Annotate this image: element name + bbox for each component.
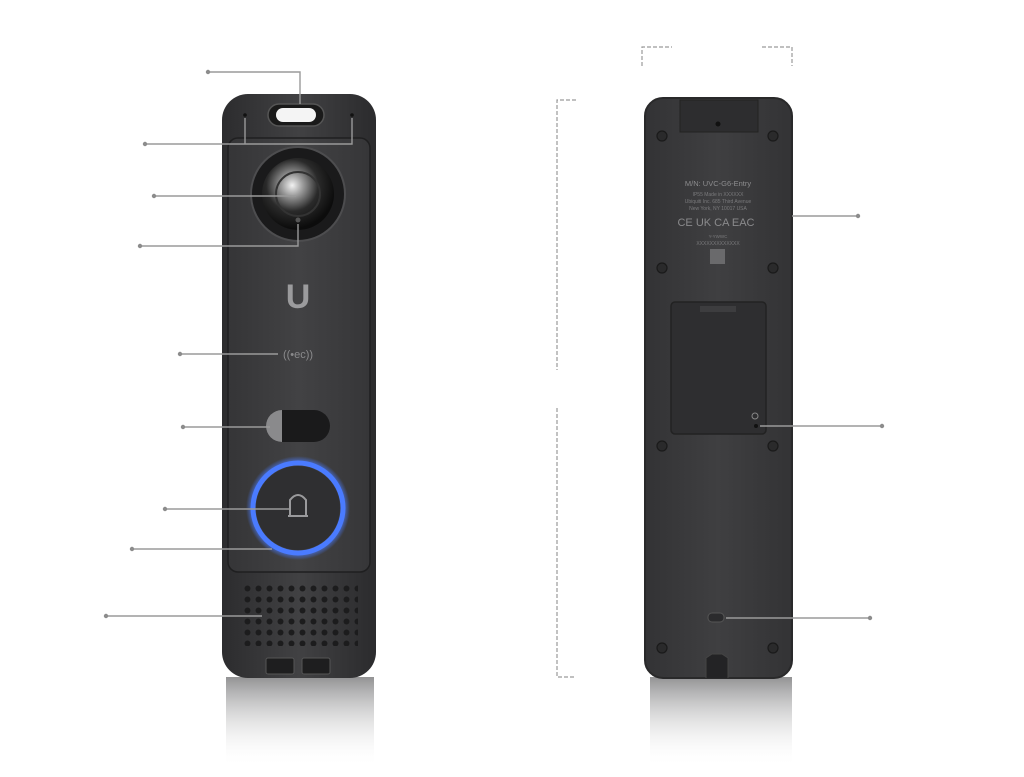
- callout-dot: [103, 613, 109, 619]
- callout-dot: [879, 423, 885, 429]
- certification-marks: CE UK CA EAC: [677, 217, 754, 229]
- bottom-connector-right: [301, 657, 331, 675]
- callout-dot: [177, 351, 183, 357]
- back-serial: XXXXXXXXXXXXX: [696, 241, 740, 247]
- screw: [767, 262, 779, 274]
- reset-icon: [751, 412, 759, 420]
- front-callouts: [103, 69, 353, 619]
- speaker-grille: [240, 584, 358, 646]
- doorbell-ring: [250, 460, 346, 556]
- screw: [767, 642, 779, 654]
- screw: [656, 642, 668, 654]
- front-reflection: [226, 677, 374, 767]
- cavity-tab: [700, 306, 736, 312]
- callout-dot: [855, 213, 861, 219]
- back-callouts: [726, 213, 885, 621]
- screw: [767, 130, 779, 142]
- bottom-latch[interactable]: [707, 612, 725, 623]
- callout-dot: [162, 506, 168, 512]
- callout-dot: [867, 615, 873, 621]
- callout-dot: [205, 69, 211, 75]
- callout-top-sensor: [208, 71, 301, 104]
- screws: [656, 130, 779, 654]
- status-led: [295, 217, 301, 223]
- doorbell-button[interactable]: [256, 466, 340, 550]
- lens-inner-ring: [275, 171, 321, 217]
- mic-hole-right: [350, 113, 354, 117]
- screw: [656, 262, 668, 274]
- screw: [656, 440, 668, 452]
- back-reflection: [650, 677, 792, 767]
- callout-dot: [180, 424, 186, 430]
- callout-dot: [137, 243, 143, 249]
- back-view: M/N: UVC-G6-Entry IP55 Made in XXXXXX Ub…: [644, 97, 793, 767]
- screw: [767, 440, 779, 452]
- callout-status-led: [140, 224, 299, 247]
- back-label-line6: Y-YWWC: [709, 234, 729, 239]
- bottom-cable-notch: [705, 653, 729, 678]
- top-sensor-glass: [276, 108, 316, 122]
- height-bracket-bottom: [556, 408, 576, 678]
- bell-icon: [288, 494, 308, 517]
- back-model-number: M/N: UVC-G6-Entry: [685, 179, 752, 188]
- width-bracket-left: [641, 46, 672, 66]
- callout-mics: [145, 118, 353, 145]
- callout-dot: [142, 141, 148, 147]
- mount-cavity: [670, 301, 767, 435]
- camera-lens: [262, 158, 334, 230]
- bottom-connector-left: [265, 657, 295, 675]
- callout-dot: [151, 193, 157, 199]
- height-bracket-top: [556, 99, 576, 370]
- callout-dot: [129, 546, 135, 552]
- back-label-line3: Ubiquiti Inc. 685 Third Avenue: [685, 199, 752, 205]
- mic-hole-left: [243, 113, 247, 117]
- dimension-markers: [556, 46, 793, 678]
- back-label-line2: IP55 Made in XXXXXX: [693, 192, 745, 198]
- top-recess-hole: [715, 121, 721, 127]
- sensor-pill-highlight: [266, 410, 282, 442]
- width-bracket-right: [762, 46, 793, 66]
- back-label-line4: New York, NY 10017 USA: [689, 206, 747, 212]
- screw: [656, 130, 668, 142]
- front-view: U ((•ec)): [222, 94, 376, 767]
- top-recess: [679, 99, 759, 133]
- ubiquiti-logo-icon: U: [286, 278, 311, 316]
- nfc-icon: ((•ec)): [283, 349, 313, 361]
- reset-button[interactable]: [754, 424, 758, 428]
- qr-code: [710, 249, 725, 264]
